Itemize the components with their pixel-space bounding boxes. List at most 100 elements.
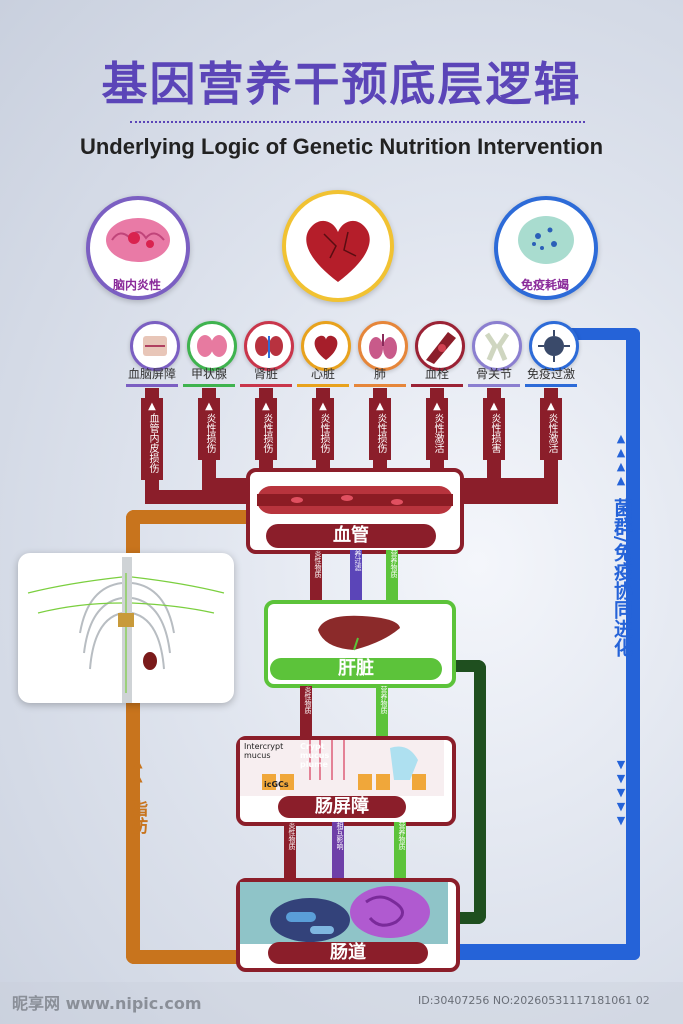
fat-bottom-line [126,950,240,964]
conn-lb-1: 营养物质 [376,686,388,736]
watermark-site: 昵享网 www.nipic.com [12,994,202,1013]
flora-arrows-down: ▼▼▼▼▼ [616,758,626,827]
overlay-intercrypt: Intercrypt mucus [244,742,284,760]
gut-icon [240,882,448,944]
gut-label: 肠道 [268,942,428,964]
vessel-box: 血管 [246,468,464,554]
conn-bg-2: 营养物质 [394,822,406,878]
page-subtitle: Underlying Logic of Genetic Nutrition In… [79,134,604,159]
brain-circle [86,196,190,300]
fat-label: 脂肪 [127,800,147,834]
conn-bg-0: 炎性物质 [284,822,296,878]
organ-label-joint: 骨关节 [475,367,512,381]
organ-bar-kidney [240,384,292,387]
fat-arrows: ▲▲ [133,756,143,784]
conn-lb-0: 炎性物质 [300,686,312,736]
conn-bg-0-text: 炎性物质 [288,822,296,850]
branch-text-4-label: 炎性损伤 [375,413,386,453]
branch-connector-right [458,490,558,504]
branch-text-2: ▲炎性损伤 [255,398,277,460]
thrombus-icon [426,332,456,364]
overlay-crypt: Crypt mucus plume [300,742,330,769]
flora-vertical-line [626,328,640,960]
vessel-icon [257,486,453,514]
conn-vl-1: 养过滤 [350,550,362,600]
organ-label-immune: 免疫过激 [526,367,575,381]
branch-text-0: ▲血管内皮损伤 [141,398,163,480]
branch-text-7-label: 炎性激活 [546,413,557,453]
organ-label-thrombus: 血栓 [424,367,449,381]
organ-circle-immune [529,321,579,371]
green-bottom-line [458,912,486,924]
cell-icon [518,216,574,264]
organ-label-lung: 肺 [373,367,386,381]
skeleton-icon [27,557,225,703]
liver-icon [318,615,400,651]
conn-vl-2: 营养物质 [386,550,398,600]
vessel-label: 血管 [266,524,436,548]
branch-text-4: ▲炎性损伤 [369,398,391,460]
flora-arrows-up: ▲▲▲▲ [616,432,626,487]
overlay-icgcs: icGCs [264,780,289,789]
thyroid-icon [197,335,227,357]
bbb-icon [143,336,167,356]
organ-bar-immune [525,384,577,387]
heart-icon [306,220,370,282]
branch-text-3: ▲炎性损伤 [312,398,334,460]
title-divider [130,121,585,123]
conn-vl-2-text: 营养物质 [390,550,398,578]
organ-label-thyroid: 甲状腺 [190,367,227,381]
branch-text-0-label: 血管内皮损伤 [147,413,158,473]
branch-connector-left [145,490,257,504]
organ-label-kidney: 肾脏 [253,367,278,381]
liver-box: 肝脏 [264,600,456,688]
organ-bar-bbb [126,384,178,387]
branch-text-1-label: 炎性损伤 [204,413,215,453]
watermark-id: ID:30407256 NO:20260531117181061 02 [418,994,650,1007]
organ-bar-joint [468,384,520,387]
conn-bg-2-text: 营养物质 [398,822,406,850]
lung-icon [369,334,397,359]
conn-vl-0-text: 炎性物质 [314,550,322,578]
gut-barrier-label: 肠屏障 [278,796,406,818]
organ-circle-heart [301,321,351,371]
flora-bottom-line [458,944,640,960]
conn-bg-1: 相互影响 [332,822,344,878]
organ-circle-bbb [130,321,180,371]
organ-bar-heart [297,384,349,387]
gut-box: 肠道 [236,878,460,972]
green-vertical-line [474,660,486,924]
cell-label: 免疫耗竭 [520,278,569,292]
gut-barrier-icon [240,740,444,796]
organ-circle-thyroid [187,321,237,371]
page-title: 基因营养干预底层逻辑 [101,57,582,111]
conn-vl-0: 炎性物质 [310,550,322,600]
watermark-bar [0,982,683,1024]
joint-icon [484,332,510,361]
kidney-icon [255,336,283,358]
branch-text-7: ▲炎性激活 [540,398,562,460]
organ-label-bbb: 血脑屏障 [127,367,176,381]
branch-text-2-label: 炎性损伤 [261,413,272,453]
flora-top-line [560,328,640,340]
organ-bar-thrombus [411,384,463,387]
branch-text-1: ▲炎性损伤 [198,398,220,460]
branch-text-6: ▲炎性损害 [483,398,505,460]
organ-label-heart: 心脏 [310,367,335,381]
brain-label: 脑内炎性 [112,278,161,292]
brain-icon [106,218,170,262]
conn-lb-1-text: 营养物质 [380,686,388,714]
gut-barrier-box: Intercrypt mucus Crypt mucus plume icGCs… [236,736,456,826]
organ-circle-thrombus [415,321,465,371]
organ-bar-thyroid [183,384,235,387]
organ-circle-lung [358,321,408,371]
immune-icon [538,330,570,362]
heart-circle [282,190,394,302]
conn-bg-1-text: 相互影响 [336,822,344,850]
skeleton-panel [18,553,234,703]
organ-circle-joint [472,321,522,371]
branch-text-6-label: 炎性损害 [489,413,500,453]
branch-text-5-label: 炎性激活 [432,413,443,453]
cell-circle [494,196,598,300]
fat-top-line [126,510,250,524]
